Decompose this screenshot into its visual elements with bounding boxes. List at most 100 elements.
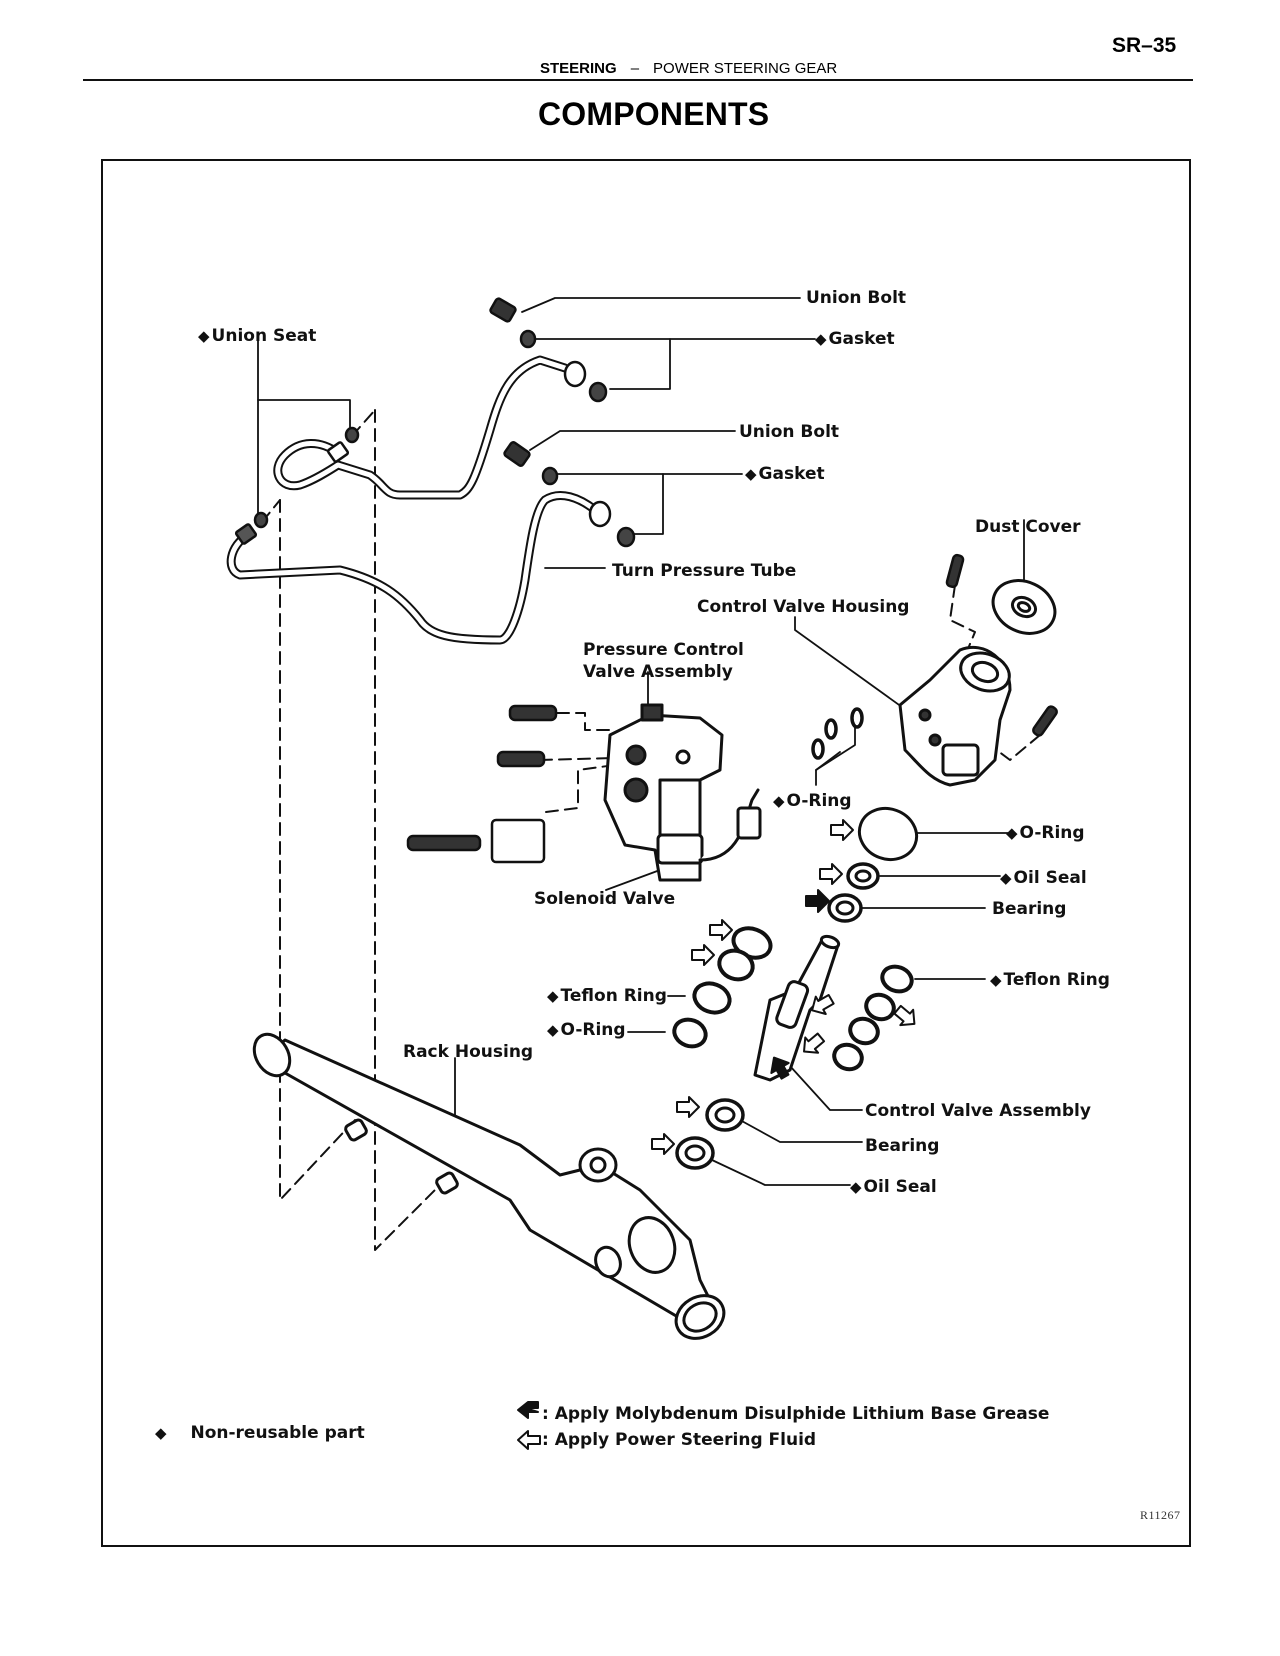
label-union-bolt-1: Union Bolt <box>806 288 907 308</box>
turn-pressure-tube <box>226 491 600 645</box>
union-seat-1-icon <box>344 426 360 444</box>
label-pressure-control-valve-line1: Pressure Control <box>583 640 744 660</box>
legend-non-reusable: ◆ Non-reusable part <box>155 1425 365 1442</box>
flare-nut-2-icon <box>588 500 612 528</box>
non-reusable-icon: ◆ <box>815 330 827 348</box>
dash-housing-bolt-2 <box>989 734 1041 761</box>
leader-gasket-2-b <box>629 473 664 535</box>
housing-bolt-2-icon <box>1032 705 1058 737</box>
leader-union-bolt-1 <box>521 297 801 313</box>
small-o-ring-1 <box>811 738 825 760</box>
control-valve-housing-part <box>898 645 1012 787</box>
grease-arrow-icon <box>770 1056 790 1080</box>
dash-left <box>279 499 356 1201</box>
fluid-arrow-icon <box>676 1096 700 1118</box>
non-reusable-icon: ◆ <box>850 1178 862 1196</box>
label-gasket-1: ◆Gasket <box>815 329 895 349</box>
gasket-2b-icon <box>616 526 636 548</box>
label-bearing-1: Bearing <box>992 899 1067 919</box>
label-union-bolt-2: Union Bolt <box>739 422 840 442</box>
page-title: COMPONENTS <box>538 96 770 132</box>
non-reusable-legend-icon: ◆ <box>155 1424 167 1442</box>
label-solenoid-valve: Solenoid Valve <box>534 889 676 909</box>
label-oil-seal-2: ◆Oil Seal <box>850 1177 937 1197</box>
small-o-ring-3 <box>850 707 864 729</box>
flare-nut-1-icon <box>563 360 587 388</box>
non-reusable-icon: ◆ <box>990 971 1002 989</box>
fluid-arrow-icon <box>651 1133 675 1155</box>
gasket-1a-icon <box>519 329 537 349</box>
dust-cover-part <box>991 579 1057 635</box>
legend-non-reusable-text: Non-reusable part <box>190 1423 365 1443</box>
housing-bolts <box>945 553 1058 737</box>
pcv-bolt-1-icon <box>508 704 558 722</box>
rack-housing-part <box>252 1032 726 1340</box>
label-pressure-control-valve-line2: Valve Assembly <box>583 662 733 682</box>
dash-pcv-block <box>545 764 616 813</box>
label-dust-cover: Dust Cover <box>975 517 1081 537</box>
leader-oil-seal-2 <box>711 1159 851 1186</box>
large-o-ring <box>857 806 919 862</box>
leader-lines <box>257 297 1025 1186</box>
pressure-tubes <box>226 355 600 645</box>
leader-control-valve-assembly <box>779 1054 863 1111</box>
ring-r2 <box>864 992 896 1022</box>
label-control-valve-assembly: Control Valve Assembly <box>865 1101 1091 1121</box>
label-o-ring-1: ◆O-Ring <box>773 791 852 811</box>
fluid-arrow-icon <box>811 994 835 1015</box>
leader-union-bolt-2 <box>529 430 736 451</box>
non-reusable-icon: ◆ <box>745 465 757 483</box>
pcv-block-icon <box>490 818 546 864</box>
fluid-arrow-icon <box>709 919 733 941</box>
fluid-arrow-icon <box>819 863 843 885</box>
header-rule <box>83 79 1193 81</box>
flare-nut-3-icon <box>326 441 350 463</box>
flare-nut-4-icon <box>234 523 258 545</box>
page-number: SR–35 <box>1112 34 1177 57</box>
gasket-1b-icon <box>588 381 608 403</box>
non-reusable-icon: ◆ <box>773 792 785 810</box>
non-reusable-icon: ◆ <box>198 327 210 345</box>
non-reusable-icon: ◆ <box>547 1021 559 1039</box>
union-bolt-2-icon <box>503 441 531 467</box>
ring-r3 <box>848 1016 880 1046</box>
non-reusable-icon: ◆ <box>547 987 559 1005</box>
header-separator: – <box>630 60 640 77</box>
label-union-seat: ◆Union Seat <box>198 326 317 346</box>
teflon-ring-right <box>880 964 914 994</box>
fluid-arrow-icon <box>830 819 854 841</box>
pcv-bolt-2-icon <box>496 750 546 768</box>
control-valve-assembly-part <box>753 934 841 1082</box>
label-o-ring-left: ◆O-Ring <box>547 1020 626 1040</box>
ring-r4 <box>832 1042 864 1072</box>
label-teflon-ring-left: ◆Teflon Ring <box>547 986 667 1006</box>
label-gasket-2: ◆Gasket <box>745 464 825 484</box>
legend-fluid: : Apply Power Steering Fluid <box>542 1430 817 1450</box>
fluid-arrows <box>651 819 916 1155</box>
teflon-ring-left <box>692 981 732 1015</box>
label-oil-seal-1: ◆Oil Seal <box>1000 868 1087 888</box>
rings <box>672 707 919 1170</box>
label-teflon-ring-right: ◆Teflon Ring <box>990 970 1110 990</box>
running-header: STEERING–POWER STEERING GEAR <box>540 60 837 77</box>
pcv-bolt-3-icon <box>406 834 482 852</box>
fluid-legend-arrow-icon <box>517 1430 541 1450</box>
fluid-arrow-icon <box>893 1004 916 1027</box>
figure-frame <box>101 159 1191 1547</box>
ring-l2 <box>717 948 755 982</box>
legend-grease: : Apply Molybdenum Disulphide Lithium Ba… <box>542 1404 1050 1424</box>
fluid-arrow-icon <box>803 1032 826 1054</box>
dash-right <box>374 409 441 1251</box>
fittings <box>234 297 636 548</box>
section-name: STEERING <box>540 60 617 77</box>
leader-control-valve-housing <box>794 616 921 721</box>
pcv-bolts <box>406 704 558 864</box>
subsection-name: POWER STEERING GEAR <box>653 60 838 77</box>
label-control-valve-housing: Control Valve Housing <box>697 597 910 617</box>
grease-arrow-icon <box>517 1401 539 1419</box>
label-o-ring-2: ◆O-Ring <box>1006 823 1085 843</box>
pressure-tubes-inner <box>228 357 598 643</box>
grease-arrows <box>517 889 830 1419</box>
pressure-control-valve-part <box>603 703 762 882</box>
